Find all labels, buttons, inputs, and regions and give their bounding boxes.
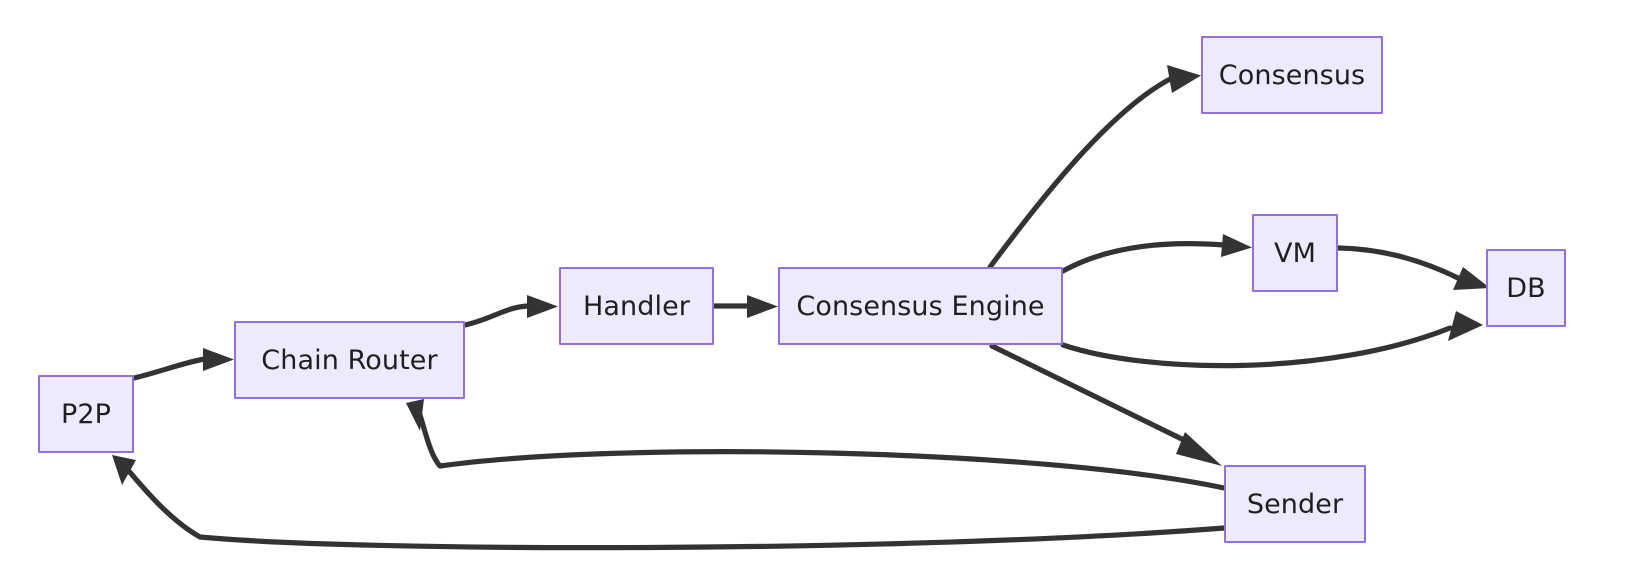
node-label: Consensus Engine xyxy=(796,290,1045,322)
edge-vm-to-db xyxy=(1336,245,1490,290)
edge-path xyxy=(1060,241,1227,274)
node-consensus[interactable]: Consensus xyxy=(1201,36,1383,114)
node-handler[interactable]: Handler xyxy=(559,267,714,345)
edge-path xyxy=(125,467,1227,551)
node-label: Sender xyxy=(1246,488,1344,520)
arrow-head-icon xyxy=(1167,65,1201,93)
edge-consensus-engine-to-vm xyxy=(1060,234,1252,274)
node-sender[interactable]: Sender xyxy=(1224,465,1366,543)
arrow-head-icon xyxy=(1221,234,1252,257)
node-label: VM xyxy=(1274,237,1316,269)
node-label: Consensus xyxy=(1218,59,1366,91)
node-label: P2P xyxy=(60,398,112,430)
node-label: Handler xyxy=(582,290,690,322)
arrow-head-icon xyxy=(1448,311,1483,341)
arrow-head-icon xyxy=(203,348,234,371)
arrow-head-icon xyxy=(527,295,558,318)
edge-path xyxy=(1060,325,1453,369)
edge-handler-to-consensus-engine xyxy=(711,295,778,318)
arrow-head-icon xyxy=(1453,267,1490,290)
node-db[interactable]: DB xyxy=(1486,249,1566,327)
arrow-head-icon xyxy=(406,399,424,431)
edge-consensus-engine-to-sender xyxy=(989,343,1222,466)
node-p2p[interactable]: P2P xyxy=(38,375,134,453)
edge-consensus-engine-to-consensus xyxy=(987,65,1201,270)
edge-sender-to-chain-router xyxy=(406,399,1227,491)
edge-path xyxy=(131,356,208,381)
node-label: DB xyxy=(1506,272,1546,304)
edge-path xyxy=(987,75,1175,270)
edge-path xyxy=(416,409,1227,491)
node-chain-router[interactable]: Chain Router xyxy=(234,321,465,399)
edge-sender-to-p2p xyxy=(112,455,1227,551)
edge-consensus-engine-to-db xyxy=(1060,311,1483,369)
edge-path xyxy=(462,303,531,328)
node-vm[interactable]: VM xyxy=(1252,214,1338,292)
edge-path xyxy=(1336,245,1463,282)
edge-path xyxy=(989,343,1193,446)
arrow-head-icon xyxy=(747,295,778,318)
node-label: Chain Router xyxy=(261,344,438,376)
arrow-head-icon xyxy=(1176,432,1222,466)
edge-p2p-to-chain-router xyxy=(131,348,234,381)
edge-chain-router-to-handler xyxy=(462,295,558,328)
arrow-head-icon xyxy=(112,455,136,485)
node-consensus-engine[interactable]: Consensus Engine xyxy=(778,267,1063,345)
